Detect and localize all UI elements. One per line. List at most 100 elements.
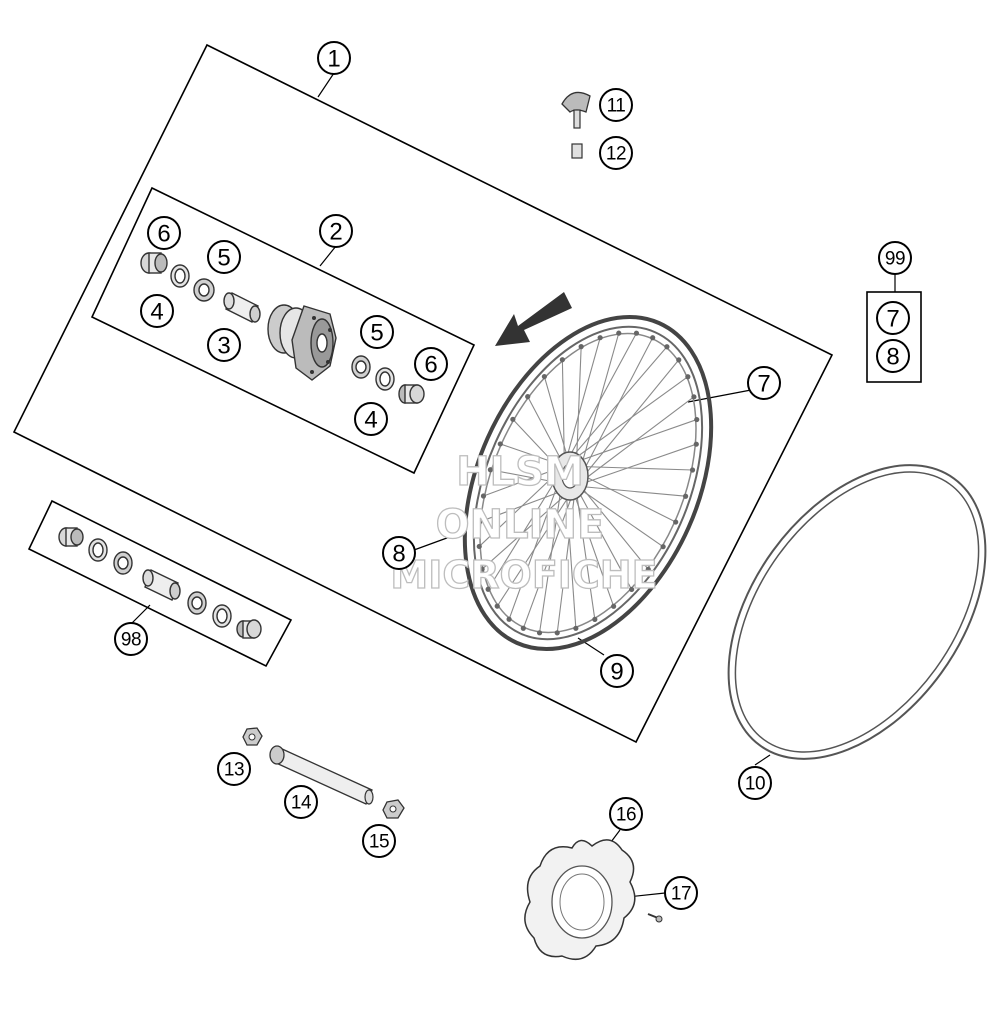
spoke-nipple [536,630,543,636]
spoke [561,359,565,467]
spoke [575,443,697,487]
callout-98: 98 [114,622,148,656]
callout-3-text: 3 [217,333,230,360]
spoke-nipples [476,330,700,636]
callout-5-right-text: 5 [370,320,383,347]
spoke-nipple [673,519,679,525]
callout-5-left: 5 [207,240,241,274]
spoke [575,485,664,548]
callout-99-text: 99 [885,249,905,270]
collar-nut-icon [382,799,405,819]
spoke [575,485,596,620]
callout-6-left: 6 [147,216,181,250]
spoke-nipple [525,394,531,400]
spoke [496,485,577,607]
callout-1: 1 [317,41,351,75]
valve-icon [561,91,591,129]
watermark: HLSM ONLINE MICROFICHE [390,448,658,597]
kit-sleeve-icon [142,569,181,601]
spoke-nipple [693,441,699,447]
callout-15: 15 [362,824,396,858]
spoke [483,465,565,497]
spoke [487,465,565,590]
rim-tape-icon [727,464,987,760]
spoke [575,485,686,497]
callout-10: 10 [738,766,772,800]
rotation-direction-arrow-icon [495,292,572,346]
watermark-line-3: MICROFICHE [390,553,657,597]
spoke-nipple [633,330,640,336]
spoke-nipple [476,543,482,550]
spoke-nipple [694,416,700,423]
spoke-nipple [479,566,485,572]
brake-disc-screw-icon [647,913,663,923]
spoke-nipple [520,625,526,631]
callout-16: 16 [609,797,643,831]
callout-7-text: 7 [757,371,770,398]
callout-4-right: 4 [354,402,388,436]
spoke-nipple [597,335,603,341]
spoke [481,485,576,570]
spoke [527,396,565,467]
callout-7: 7 [747,366,781,400]
spoke-nipple [660,544,666,550]
callout-6-left-text: 6 [157,221,170,248]
callout-4-left-text: 4 [150,299,163,326]
spoke-nipple [494,603,500,609]
shaft-seal-right-icon [398,384,425,404]
callout-12-text: 12 [606,144,626,165]
callout-10-text: 10 [745,774,765,795]
spoke-nipple [629,586,635,593]
spoke [575,337,654,487]
callout-17-text: 17 [671,884,691,905]
spoke [563,337,601,467]
callout-8: 8 [382,536,416,570]
shaft-seal-left-icon [140,252,168,274]
kit-99-frame [866,291,922,383]
hub-parts [140,252,425,404]
callout-8-text: 8 [392,541,405,568]
callout-9: 9 [600,654,634,688]
spoke-nipple [510,416,516,422]
callout-12: 12 [599,136,633,170]
callout-13: 13 [217,752,251,786]
spoke-nipple [506,616,512,622]
spoke [556,485,577,633]
spoke-nipple [682,493,689,499]
callout-5-right: 5 [360,315,394,349]
spoke-nipple [559,357,565,363]
bearing-kit-frame [27,499,293,668]
callout-13-text: 13 [224,760,244,781]
callout-98-text: 98 [121,630,141,651]
callout-14-text: 14 [291,793,312,814]
wheel-assembly-frame [12,43,834,744]
callout-6-right-text: 6 [424,352,437,379]
callout-4-left: 4 [140,294,174,328]
spoke-nipple [497,441,503,447]
valve-nut-icon [571,143,583,159]
spoke [575,359,680,487]
watermark-line-1: HLSM [456,449,584,495]
spoke-nipple [689,467,696,473]
spoke-nipple [578,344,584,350]
hub-assembly-frame [90,186,476,475]
spoke-nipple [541,373,547,380]
spoke [564,376,689,467]
spoke-nipple [685,374,691,380]
spoke [522,485,577,629]
kit-seal-left-icon [58,527,84,547]
bearing-kit-parts [58,527,262,639]
spoke [508,465,565,620]
spoke-nipple [485,586,491,592]
spoke-nipple [645,566,651,572]
callout-99-item-7-text: 7 [886,306,899,333]
spacer-left-icon [193,278,215,302]
spoke-nipple [480,493,487,499]
spoke-nipple [592,616,598,622]
callout-14: 14 [284,785,318,819]
spoke-nipple [573,625,579,631]
callout-3: 3 [207,328,241,362]
callout-5-left-text: 5 [217,245,230,272]
callout-99: 99 [878,241,912,275]
